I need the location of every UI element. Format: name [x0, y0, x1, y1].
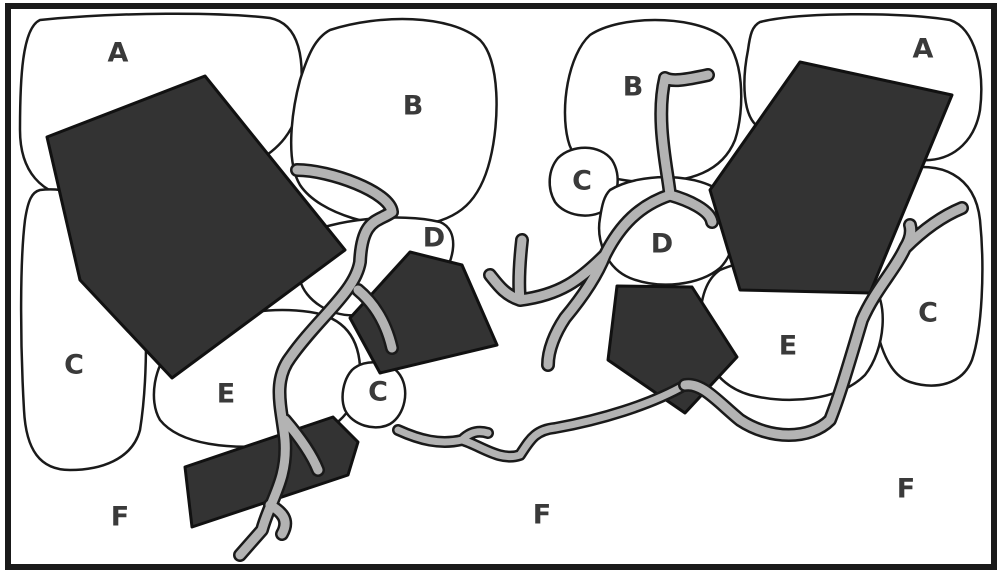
rock-right-small [606, 284, 739, 415]
label-right-d: D [651, 229, 673, 260]
label-left-c-large: C [64, 350, 84, 381]
label-right-f: F [897, 474, 915, 505]
region-right-b [563, 18, 743, 184]
label-right-a: A [913, 34, 934, 65]
label-left-c-small: C [368, 377, 388, 408]
root-right [483, 68, 969, 442]
label-left-f: F [111, 502, 129, 533]
label-left-a: A [108, 38, 129, 69]
region-left-b [289, 17, 498, 228]
label-right-c-large: C [918, 298, 938, 329]
label-left-b: B [403, 91, 424, 122]
label-left-d: D [423, 223, 445, 254]
label-left-e: E [217, 379, 235, 410]
label-center-f: F [533, 500, 551, 531]
label-right-c-small: C [572, 166, 592, 197]
root-center [392, 379, 691, 463]
rock-left-bottom [183, 415, 360, 529]
rock-right-large [708, 60, 954, 295]
label-right-e: E [779, 331, 797, 362]
label-right-b: B [623, 72, 644, 103]
rock-left-large [45, 74, 347, 380]
root-left [233, 163, 399, 562]
